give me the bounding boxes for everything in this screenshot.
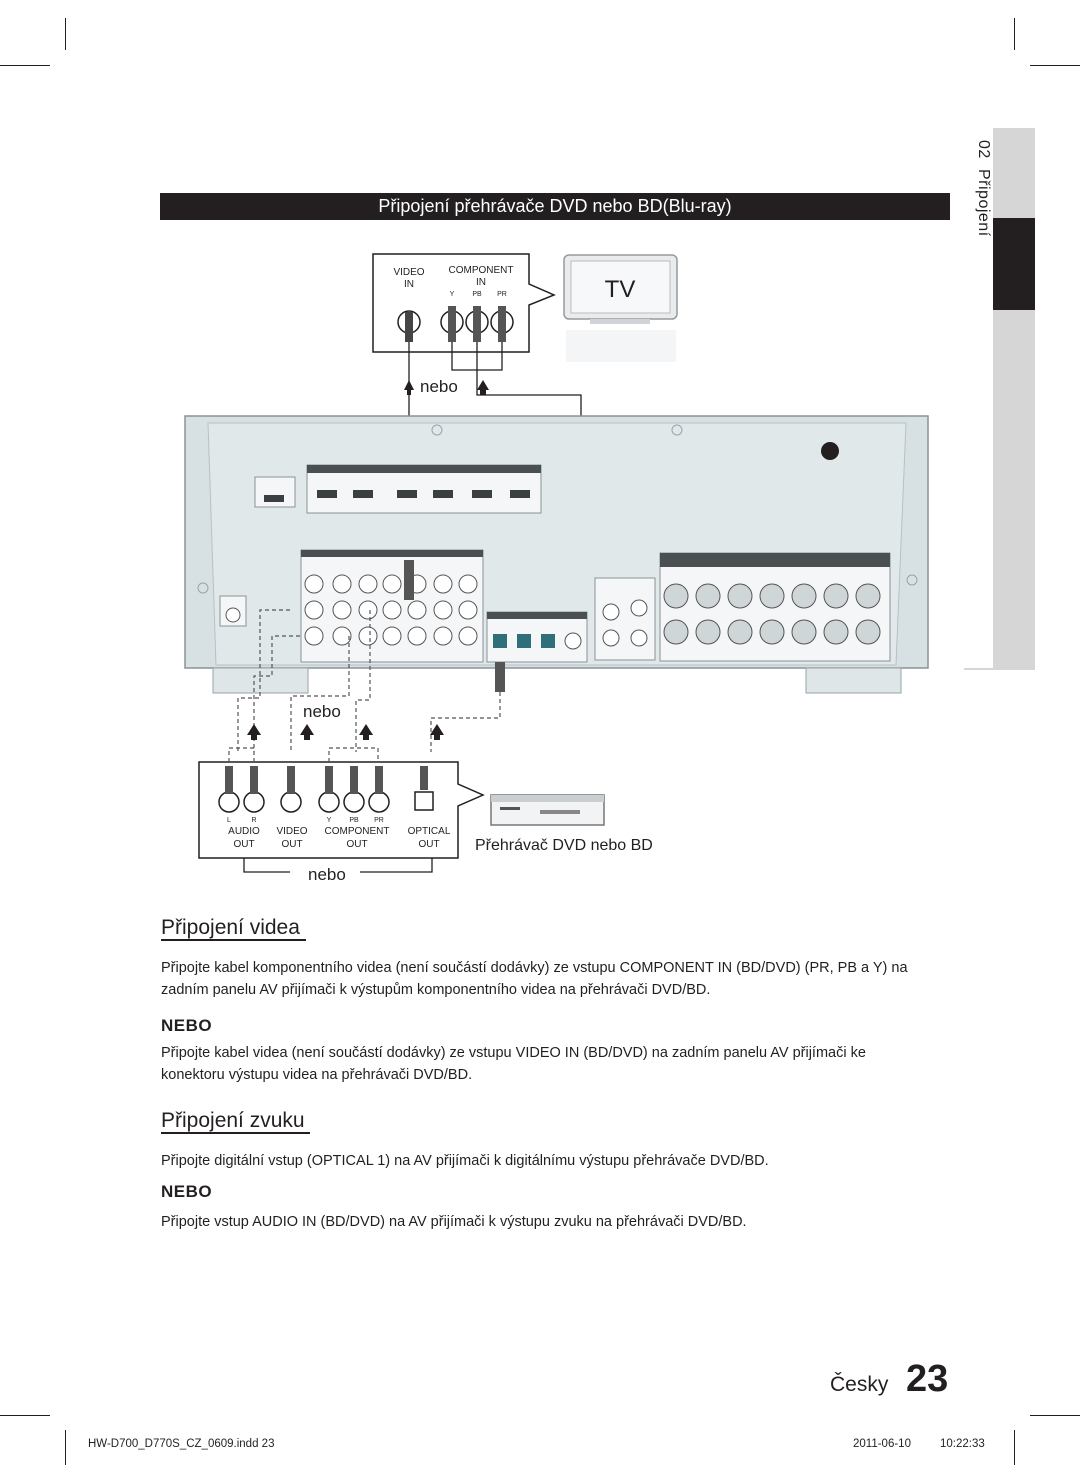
player-pin-pr: PR	[374, 817, 384, 824]
player-label: Přehrávač DVD nebo BD	[475, 837, 653, 854]
player-audio-out-1: AUDIO	[228, 826, 260, 837]
player-component-out-2: OUT	[346, 839, 367, 850]
player-optical-out-2: OUT	[418, 839, 439, 850]
player-optical-out-1: OPTICAL	[408, 826, 451, 837]
audio-section-title: Připojení zvuku	[161, 1109, 305, 1132]
chapter-tab-label: 02 Připojení	[962, 140, 992, 236]
player-pin-y: Y	[327, 817, 332, 824]
audio-paragraph-2: Připojte vstup AUDIO IN (BD/DVD) na AV p…	[161, 1214, 747, 1230]
dvd-player-icon	[490, 794, 605, 826]
player-pin-pb: PB	[349, 817, 359, 824]
chapter-number: 02	[975, 140, 992, 159]
connection-diagram: VIDEO IN COMPONENT IN Y PB PR TV nebo	[184, 253, 929, 884]
audio-paragraph-1: Připojte digitální vstup (OPTICAL 1) na …	[161, 1153, 769, 1169]
nebo-bracket	[243, 858, 433, 873]
title-underline	[161, 939, 306, 941]
tv-label: TV	[605, 276, 636, 303]
crop-mark	[0, 1415, 50, 1416]
tv-input-panel: VIDEO IN COMPONENT IN Y PB PR	[372, 253, 556, 353]
video-paragraph-1: Připojte kabel komponentního videa (není…	[161, 960, 908, 998]
crop-mark	[1014, 18, 1015, 50]
crop-mark	[1030, 65, 1080, 66]
tv-icon: TV	[563, 254, 678, 362]
nebo-label-mid: nebo	[303, 702, 341, 721]
tv-pin-pb: PB	[472, 291, 482, 298]
section-header-bar: Připojení přehrávače DVD nebo BD(Blu-ray…	[160, 193, 950, 220]
crop-mark	[1014, 1430, 1015, 1465]
av-receiver-rear-panel	[184, 415, 929, 694]
tv-pin-pr: PR	[497, 291, 507, 298]
chapter-tab-text-area	[964, 128, 993, 668]
player-pin-r: R	[251, 817, 256, 824]
audio-nebo-heading: NEBO	[161, 1182, 213, 1201]
arrow-up-icons	[247, 724, 444, 740]
player-video-out-1: VIDEO	[276, 826, 307, 837]
player-pin-l: L	[227, 817, 231, 824]
tv-video-in-label-1: VIDEO	[393, 267, 424, 278]
crop-mark	[1030, 1415, 1080, 1416]
player-video-out-2: OUT	[281, 839, 302, 850]
video-nebo-heading: NEBO	[161, 1016, 213, 1035]
footer-filename: HW-D700_D770S_CZ_0609.indd 23	[88, 1438, 275, 1450]
tv-component-in-label-2: IN	[476, 277, 486, 288]
tv-component-in-label-1: COMPONENT	[449, 265, 514, 276]
chapter-tab-marker	[993, 218, 1035, 310]
chapter-title: Připojení	[975, 168, 992, 237]
nebo-label-top: nebo	[420, 377, 458, 396]
arrow-up-icon	[477, 380, 489, 395]
page-language: Česky	[830, 1373, 889, 1396]
video-paragraph-2: Připojte kabel videa (není součástí dodá…	[161, 1045, 866, 1083]
player-component-out-1: COMPONENT	[325, 826, 390, 837]
player-audio-out-2: OUT	[233, 839, 254, 850]
crop-mark	[65, 1430, 66, 1465]
footer-time: 10:22:33	[940, 1438, 985, 1450]
footer-date: 2011-06-10	[853, 1438, 911, 1450]
player-output-panel: L R Y PB PR AUDIO OUT VIDEO OUT COMPONEN…	[198, 747, 485, 859]
video-section-title: Připojení videa	[161, 916, 300, 939]
tv-video-in-label-2: IN	[404, 279, 414, 290]
crop-mark	[65, 18, 66, 50]
crop-mark	[0, 65, 50, 66]
page-number: 23	[906, 1358, 949, 1400]
title-underline	[161, 1132, 310, 1134]
arrow-up-icon	[404, 380, 414, 395]
tv-pin-y: Y	[450, 291, 455, 298]
nebo-label-bottom: nebo	[308, 865, 346, 884]
